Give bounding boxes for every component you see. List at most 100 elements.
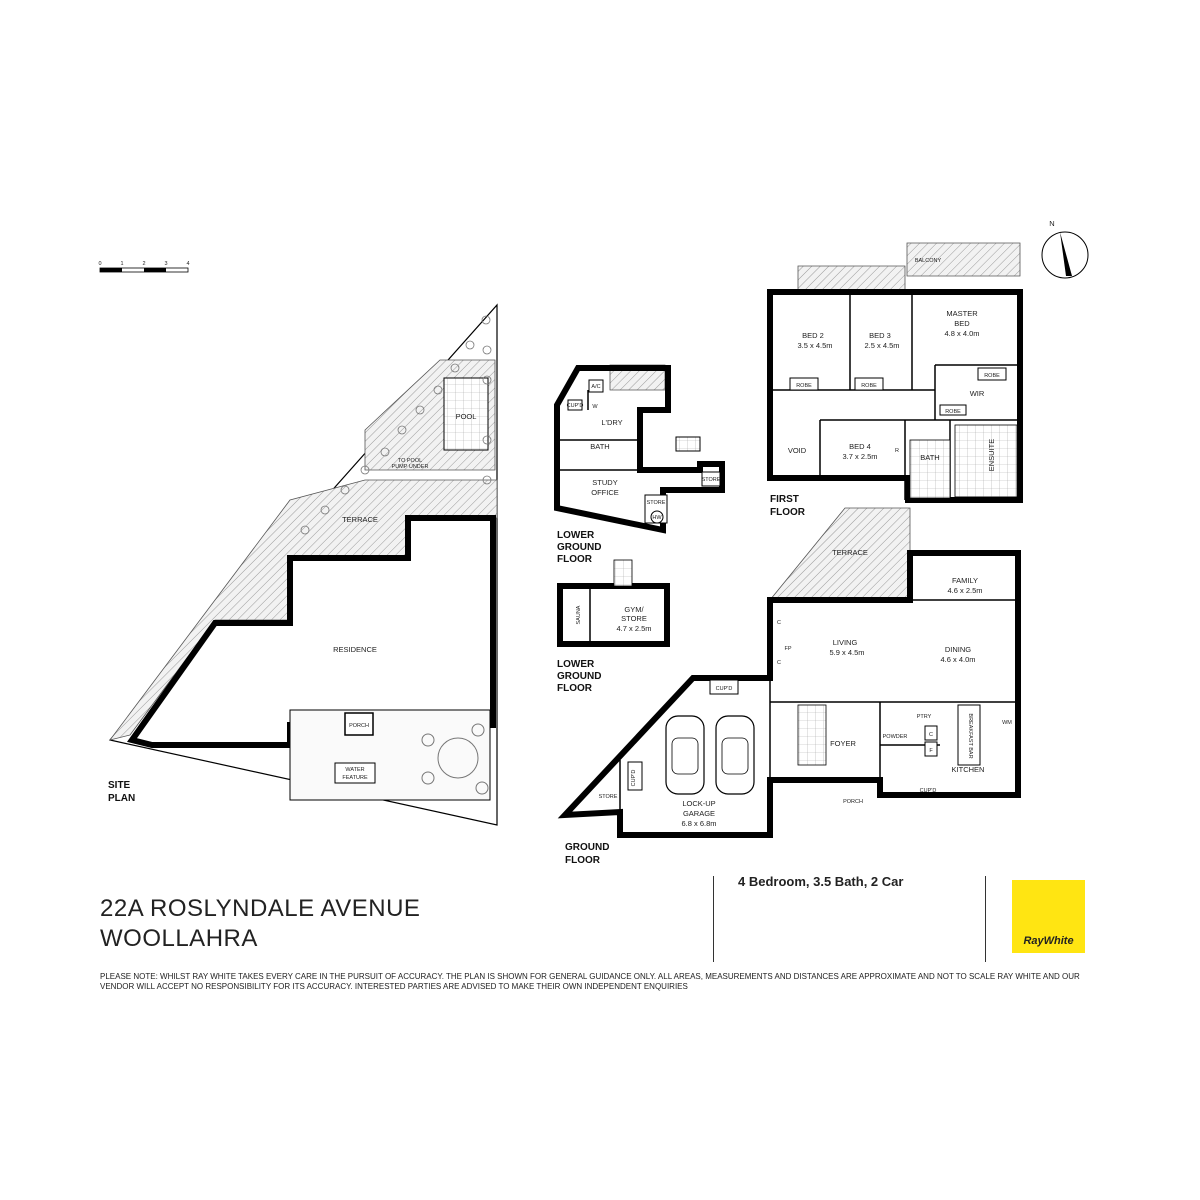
logo-text: RayWhite	[1023, 935, 1074, 947]
address-line-1: 22A ROSLYNDALE AVENUE	[100, 895, 421, 922]
ff-robe-2: ROBE	[861, 383, 877, 389]
lg-cupd-label: CUP'D	[567, 403, 584, 409]
gf-title-2: FLOOR	[565, 855, 601, 866]
site-residence	[127, 515, 496, 748]
lg-gym-label-1: GYM/	[624, 605, 644, 614]
lg-sauna-label: SAUNA	[576, 605, 582, 624]
gf-foyer-label: FOYER	[830, 739, 856, 748]
ff-bed3-dim: 2.5 x 4.5m	[864, 341, 899, 350]
lg-laundry-label: L'DRY	[601, 418, 622, 427]
north-label: N	[1049, 219, 1054, 228]
ff-r-label: R	[895, 448, 899, 454]
scale-tick-4: 4	[186, 261, 189, 267]
gf-garage-dim: 6.8 x 6.8m	[681, 819, 716, 828]
lg-ac-label: A/C	[591, 384, 600, 390]
site-porch-label: PORCH	[349, 723, 369, 729]
north-compass-icon: N	[1041, 219, 1089, 279]
lower-ground-floor-main: A/C CUP'D W L'DRY BATH STUDY OFFICE STOR…	[554, 364, 725, 565]
car-icon	[715, 715, 755, 795]
gf-store-label: STORE	[599, 794, 618, 800]
lg-store-label: STORE	[647, 500, 666, 506]
scale-tick-0: 0	[98, 261, 101, 267]
ff-robe-1: ROBE	[796, 383, 812, 389]
lg-gym-label-2: STORE	[621, 614, 647, 623]
gf-ptry-label: PTRY	[917, 714, 932, 720]
gf-fp-label: FP	[784, 646, 791, 652]
site-pump-label-1: TO POOL	[398, 458, 422, 464]
ff-bath-label: BATH	[920, 453, 939, 462]
lg2-title-3: FLOOR	[557, 683, 593, 694]
gf-terrace-label: TERRACE	[832, 548, 868, 557]
lg-gym-dim: 4.7 x 2.5m	[616, 624, 651, 633]
lg-title-3: FLOOR	[557, 554, 593, 565]
ff-ensuite-label: ENSUITE	[987, 439, 996, 472]
gf-c2-label: C	[777, 660, 781, 666]
gf-wm-label: WM	[1002, 720, 1012, 726]
lg-title-2: GROUND	[557, 542, 601, 553]
gf-dining-label: DINING	[945, 645, 971, 654]
lg-w-label: W	[592, 404, 598, 410]
scale-tick-2: 2	[142, 261, 145, 267]
scale-bar: 0 1 2 3 4	[98, 261, 190, 273]
site-plan: POOL TO POOL PUMP UNDER TERRACE RESIDENC…	[108, 303, 498, 826]
lg-store2-label: STORE	[702, 477, 721, 483]
lg-hw-label: HW	[652, 515, 662, 521]
site-residence-label: RESIDENCE	[333, 645, 377, 654]
ff-master-label-1: MASTER	[946, 309, 978, 318]
ff-bed2-label: BED 2	[802, 331, 824, 340]
car-icon	[665, 715, 705, 795]
ground-floor: TERRACE FAMILY 4.6 x 2.5m LIVING 5.9 x 4…	[557, 507, 1021, 866]
gf-title-1: GROUND	[565, 842, 609, 853]
gf-dining-dim: 4.6 x 4.0m	[940, 655, 975, 664]
gf-powder-label: POWDER	[883, 734, 908, 740]
site-water-feature-2: FEATURE	[342, 775, 368, 781]
divider	[985, 876, 986, 962]
ff-title-2: FLOOR	[770, 507, 806, 518]
lg-study-label-2: OFFICE	[591, 488, 619, 497]
scale-tick-1: 1	[120, 261, 123, 267]
gf-family-label: FAMILY	[952, 576, 978, 585]
ff-bed2-dim: 3.5 x 4.5m	[797, 341, 832, 350]
ff-void-label: VOID	[788, 446, 807, 455]
lg2-title-1: LOWER	[557, 659, 595, 670]
gf-porch-label: PORCH	[843, 799, 863, 805]
ff-bed4-label: BED 4	[849, 442, 871, 451]
gf-garage-label-2: GARAGE	[683, 809, 715, 818]
gf-breakfast-bar-label: BREAKFAST BAR	[967, 713, 973, 758]
site-pump-label-2: PUMP UNDER	[392, 464, 429, 470]
gf-c1-label: C	[777, 620, 781, 626]
lg-bath-label: BATH	[590, 442, 609, 451]
ff-title-1: FIRST	[770, 494, 799, 505]
ff-bed3-label: BED 3	[869, 331, 891, 340]
site-water-feature-1: WATER	[345, 767, 364, 773]
gf-cupd-garage-label: CUP'D	[716, 686, 733, 692]
gf-garage-label-1: LOCK-UP	[682, 799, 715, 808]
gf-f-label: F	[929, 748, 933, 754]
ff-balcony-label: BALCONY	[915, 258, 942, 264]
ff-robe-3: ROBE	[984, 373, 1000, 379]
site-terrace-label: TERRACE	[342, 515, 378, 524]
gf-living-label: LIVING	[833, 638, 858, 647]
ff-master-label-2: BED	[954, 319, 970, 328]
raywhite-logo: RayWhite	[1012, 880, 1085, 953]
gf-kitchen-label: KITCHEN	[952, 765, 985, 774]
site-pool	[443, 377, 489, 451]
divider	[713, 876, 714, 962]
site-plan-title-1: SITE	[108, 780, 131, 791]
ff-wir-label: WIR	[970, 389, 985, 398]
lower-ground-floor-gym: SAUNA GYM/ STORE 4.7 x 2.5m LOWER GROUND…	[557, 559, 670, 694]
site-plan-title-2: PLAN	[108, 793, 135, 804]
lg-title-1: LOWER	[557, 530, 595, 541]
ff-master-dim: 4.8 x 4.0m	[944, 329, 979, 338]
gf-family-dim: 4.6 x 2.5m	[947, 586, 982, 595]
lg2-title-2: GROUND	[557, 671, 601, 682]
scale-tick-3: 3	[164, 261, 167, 267]
lg-study-label-1: STUDY	[592, 478, 617, 487]
property-summary: 4 Bedroom, 3.5 Bath, 2 Car	[738, 874, 904, 889]
gf-cupd-kitchen-label: CUP'D	[920, 788, 937, 794]
address-line-2: WOOLLAHRA	[100, 925, 258, 952]
first-floor: BALCONY BED 2 3.5 x 4.5m BED 3 2.5 x 4.5…	[767, 242, 1023, 518]
gf-cupd-store-label: CUP'D	[631, 770, 637, 787]
disclaimer-text: PLEASE NOTE: WHILST RAY WHITE TAKES EVER…	[100, 972, 1080, 991]
